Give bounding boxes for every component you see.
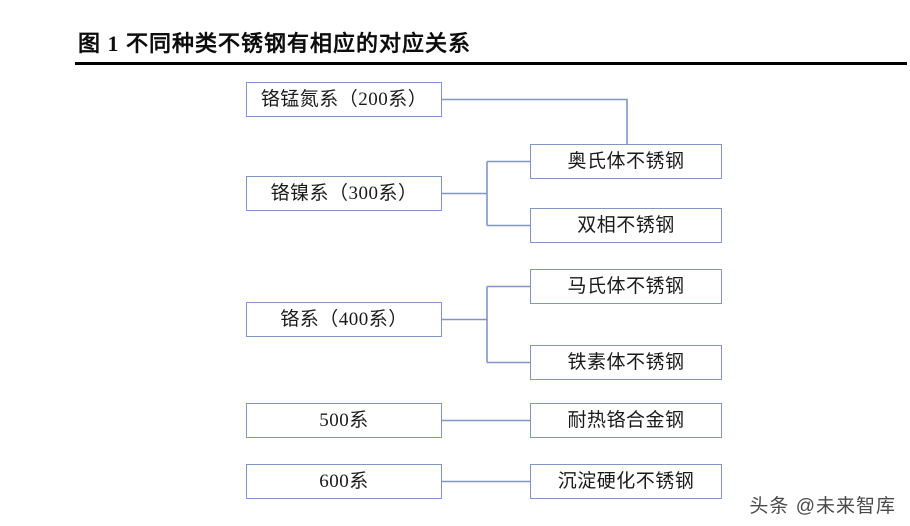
node-austenitic-stainless-steel[interactable]: 奥氏体不锈钢: [530, 144, 722, 179]
node-heat-resistant-chrome-alloy-steel[interactable]: 耐热铬合金钢: [530, 403, 722, 438]
title-underline-rule: [75, 62, 907, 65]
node-chrome-manganese-nitrogen-200-series[interactable]: 铬锰氮系（200系）: [246, 82, 442, 117]
node-ferritic-stainless-steel[interactable]: 铁素体不锈钢: [530, 345, 722, 380]
title-block: 图 1 不同种类不锈钢有相应的对应关系: [0, 0, 910, 68]
edge-200-to-austenitic: [442, 98, 628, 144]
node-duplex-stainless-steel[interactable]: 双相不锈钢: [530, 208, 722, 243]
node-600-series[interactable]: 600系: [246, 464, 442, 499]
node-chrome-400-series[interactable]: 铬系（400系）: [246, 302, 442, 337]
node-martensitic-stainless-steel[interactable]: 马氏体不锈钢: [530, 269, 722, 304]
source-watermark: 头条 @未来智库: [749, 496, 896, 517]
node-precipitation-hardening-stainless-steel[interactable]: 沉淀硬化不锈钢: [530, 464, 722, 499]
page-title: 图 1 不同种类不锈钢有相应的对应关系: [78, 31, 472, 56]
node-500-series[interactable]: 500系: [246, 403, 442, 438]
node-chrome-nickel-300-series[interactable]: 铬镍系（300系）: [246, 176, 442, 211]
